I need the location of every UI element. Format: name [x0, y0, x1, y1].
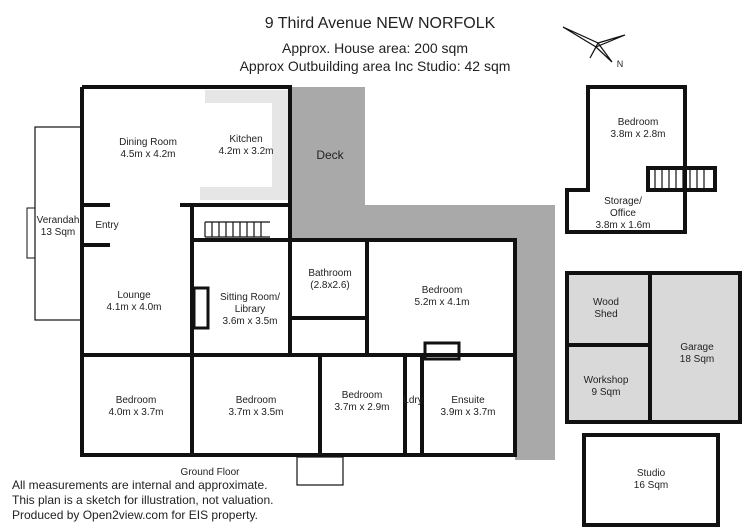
room-bathroom: Bathroom(2.8x2.6): [308, 268, 352, 291]
stairs-treads: [204, 168, 705, 237]
stairs: [205, 221, 270, 238]
floor-label: Ground Floor: [180, 467, 240, 478]
room-laundry: Ldry: [403, 395, 423, 406]
compass-north-label: N: [616, 59, 624, 69]
outbuilding-fill: [567, 273, 740, 422]
house-area: Approx. House area: 200 sqm: [282, 40, 468, 56]
house-walls: [80, 85, 517, 457]
deck-area: [290, 87, 555, 460]
compass: [562, 26, 626, 63]
ensuite-cabinet: [423, 341, 461, 361]
room-entry: Entry: [95, 220, 119, 231]
kitchen-bench: [200, 90, 288, 200]
step-box: [296, 456, 344, 486]
fireplace: [192, 286, 210, 330]
upper-walls: [565, 85, 717, 234]
disclaimer: All measurements are internal and approx…: [12, 478, 274, 522]
page-title: 9 Third Avenue NEW NORFOLK: [264, 15, 496, 32]
studio-walls: [582, 433, 720, 527]
verandah-step: [26, 207, 36, 259]
outbuilding-walls: [565, 271, 742, 424]
outbuilding-area: Approx Outbuilding area Inc Studio: 42 s…: [239, 58, 511, 74]
room-deck: Deck: [316, 148, 344, 162]
